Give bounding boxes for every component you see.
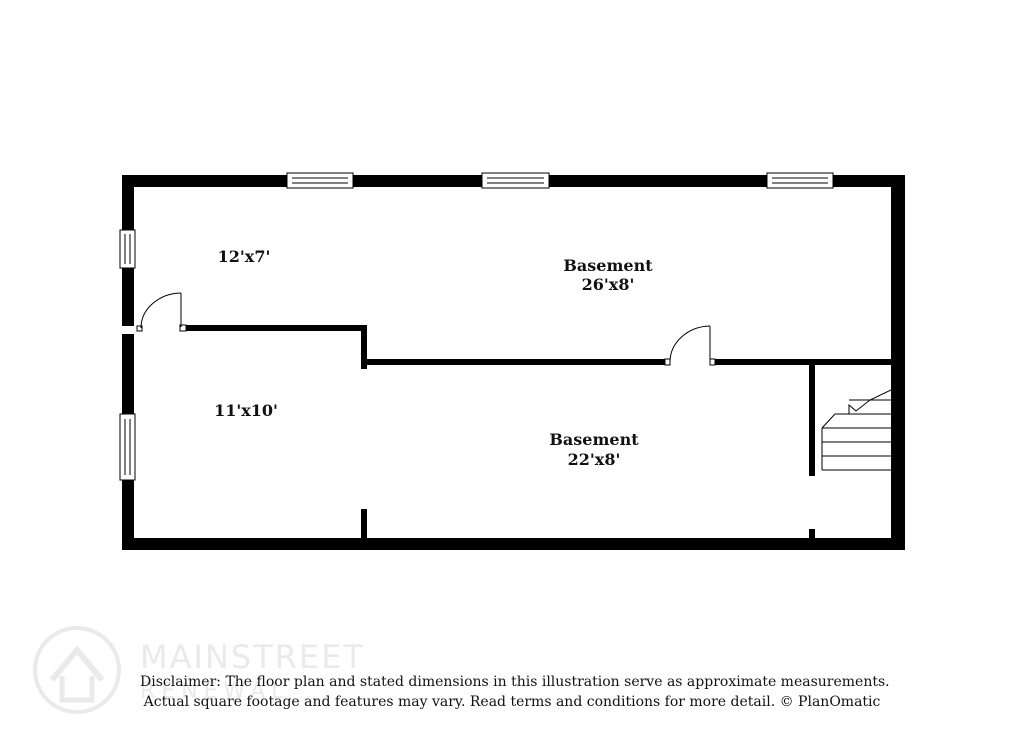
wall-right (891, 175, 905, 550)
room-2-name: Basement (563, 256, 653, 275)
watermark: MAINSTREET RENEWAL (33, 626, 365, 714)
door-corridor (664, 325, 716, 366)
watermark-sub: RENEWAL (140, 679, 289, 704)
window (481, 172, 550, 189)
wall-stair-stub (809, 529, 815, 539)
door-gap-left (122, 326, 134, 334)
room-2-dimensions: 26'x8' (582, 275, 635, 294)
room-4-name: Basement (549, 430, 639, 449)
wall-corridor-right (715, 359, 895, 365)
room-1-dimensions: 12'x7' (218, 247, 271, 266)
wall-vertical-mid-upper (361, 325, 367, 369)
wall-corridor-left (361, 359, 667, 365)
window (286, 172, 354, 189)
wall-upper-left-room-bottom (186, 325, 367, 331)
wall-bottom (122, 538, 905, 550)
stairs (821, 389, 892, 471)
disclaimer-line-1: Disclaimer: The floor plan and stated di… (140, 674, 890, 690)
door-left-room (136, 292, 187, 332)
disclaimer: Disclaimer: The floor plan and stated di… (140, 672, 890, 712)
windows-top (286, 172, 834, 189)
wall-vertical-mid-lower (361, 509, 367, 541)
windows-left (119, 229, 136, 481)
room-4-dimensions: 22'x8' (568, 450, 621, 469)
interior-walls (186, 325, 895, 541)
house-logo-icon (33, 626, 121, 714)
room-3-dimensions: 11'x10' (214, 401, 278, 420)
window (119, 413, 136, 481)
window (766, 172, 834, 189)
disclaimer-line-2: Actual square footage and features may v… (143, 694, 881, 710)
room-labels: 12'x7' Basement 26'x8' 11'x10' Basement … (214, 247, 653, 469)
wall-stair-left (809, 363, 815, 476)
watermark-brand: MAINSTREET (140, 638, 365, 676)
window (119, 229, 136, 269)
